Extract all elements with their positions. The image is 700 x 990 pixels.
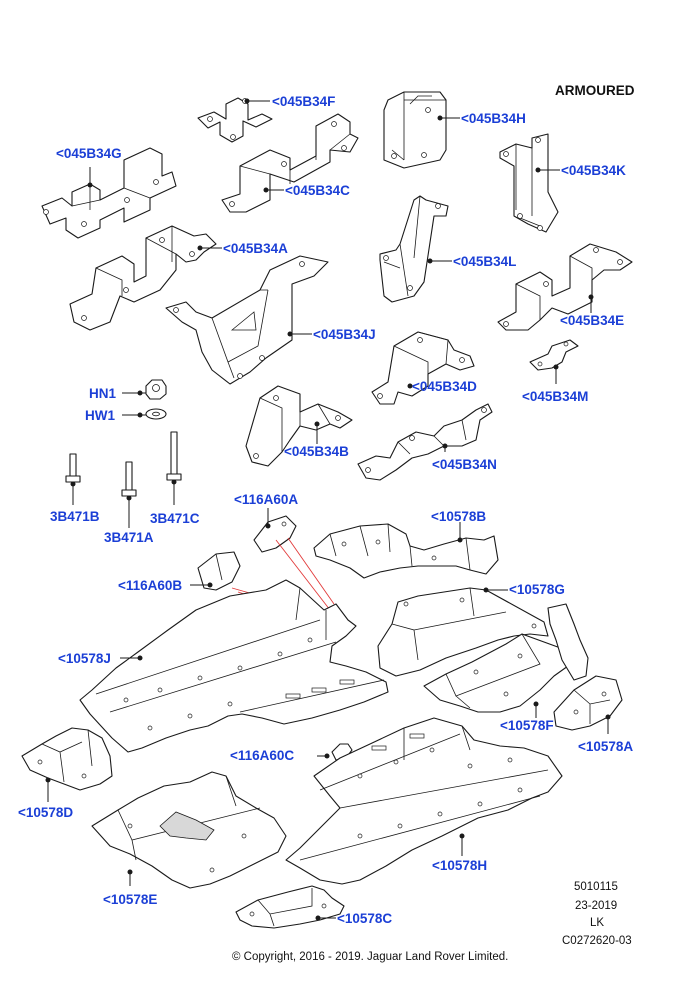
bracket-045b34e-drawing	[497, 243, 633, 331]
callout-045b34f[interactable]: <045B34F	[272, 94, 335, 109]
panel-10578f-drawing	[423, 633, 569, 713]
callout-3b471a[interactable]: 3B471A	[104, 530, 154, 545]
panel-10578e-drawing	[91, 771, 287, 889]
callout-10578a[interactable]: <10578A	[578, 739, 633, 754]
bracket-045b34c-drawing	[221, 113, 359, 213]
bracket-045b34h-drawing	[383, 91, 447, 169]
callout-045b34l[interactable]: <045B34L	[453, 254, 516, 269]
callout-045b34g[interactable]: <045B34G	[56, 146, 122, 161]
copyright-notice: © Copyright, 2016 - 2019. Jaguar Land Ro…	[232, 951, 508, 963]
callout-045b34n[interactable]: <045B34N	[432, 457, 497, 472]
nut-hn1-drawing	[145, 379, 167, 400]
bracket-045b34d-drawing	[371, 331, 475, 405]
bolt-3b471b-drawing	[65, 453, 81, 483]
callout-10578c[interactable]: <10578C	[337, 911, 392, 926]
bracket-045b34g-drawing	[41, 147, 177, 239]
washer-hw1-drawing	[145, 408, 167, 420]
callout-045b34e[interactable]: <045B34E	[560, 313, 624, 328]
callout-045b34h[interactable]: <045B34H	[461, 111, 526, 126]
meta-date: 23-2019	[575, 900, 617, 912]
callout-10578h[interactable]: <10578H	[432, 858, 487, 873]
bolt-3b471a-drawing	[121, 461, 137, 497]
bolt-3b471c-drawing	[166, 431, 182, 481]
callout-10578j[interactable]: <10578J	[58, 651, 111, 666]
callout-045b34j[interactable]: <045B34J	[313, 327, 376, 342]
callout-3b471c[interactable]: 3B471C	[150, 511, 200, 526]
bracket-045b34n-drawing	[357, 403, 493, 481]
callout-116a60a[interactable]: <116A60A	[234, 492, 298, 507]
callout-10578d[interactable]: <10578D	[18, 805, 73, 820]
panel-10578d-drawing	[21, 727, 113, 791]
callout-hw1[interactable]: HW1	[85, 408, 115, 423]
variant-heading: ARMOURED	[555, 83, 635, 98]
panel-10578g-drawing	[377, 587, 549, 677]
callout-3b471b[interactable]: 3B471B	[50, 509, 100, 524]
callout-116a60c[interactable]: <116A60C	[230, 748, 294, 763]
callout-045b34c[interactable]: <045B34C	[285, 183, 350, 198]
panel-10578h-drawing	[285, 717, 563, 885]
callout-10578e[interactable]: <10578E	[103, 892, 157, 907]
callout-10578g[interactable]: <10578G	[509, 582, 565, 597]
meta-illustration-number: C0272620-03	[562, 935, 632, 947]
panel-10578j-drawing	[79, 579, 389, 753]
panel-10578a-drawing	[547, 603, 623, 731]
bracket-045b34l-drawing	[379, 195, 449, 303]
meta-initials: LK	[590, 917, 604, 929]
callout-10578f[interactable]: <10578F	[500, 718, 554, 733]
panel-10578c-drawing	[235, 885, 345, 929]
callout-10578b[interactable]: <10578B	[431, 509, 486, 524]
callout-045b34k[interactable]: <045B34K	[561, 163, 626, 178]
callout-116a60b[interactable]: <116A60B	[118, 578, 182, 593]
bracket-045b34f-drawing	[197, 97, 273, 143]
bracket-045b34j-drawing	[165, 255, 329, 385]
callout-hn1[interactable]: HN1	[89, 386, 116, 401]
meta-code: 5010115	[574, 881, 618, 893]
panel-10578b-drawing	[313, 523, 499, 579]
bracket-045b34m-drawing	[529, 339, 579, 371]
callout-045b34m[interactable]: <045B34M	[522, 389, 588, 404]
callout-045b34b[interactable]: <045B34B	[284, 444, 349, 459]
bracket-045b34b-drawing	[245, 385, 353, 467]
callout-045b34a[interactable]: <045B34A	[223, 241, 288, 256]
bracket-045b34k-drawing	[499, 133, 559, 233]
part-116a60b-drawing	[197, 551, 241, 591]
callout-045b34d[interactable]: <045B34D	[412, 379, 477, 394]
part-116a60a-drawing	[253, 515, 297, 553]
